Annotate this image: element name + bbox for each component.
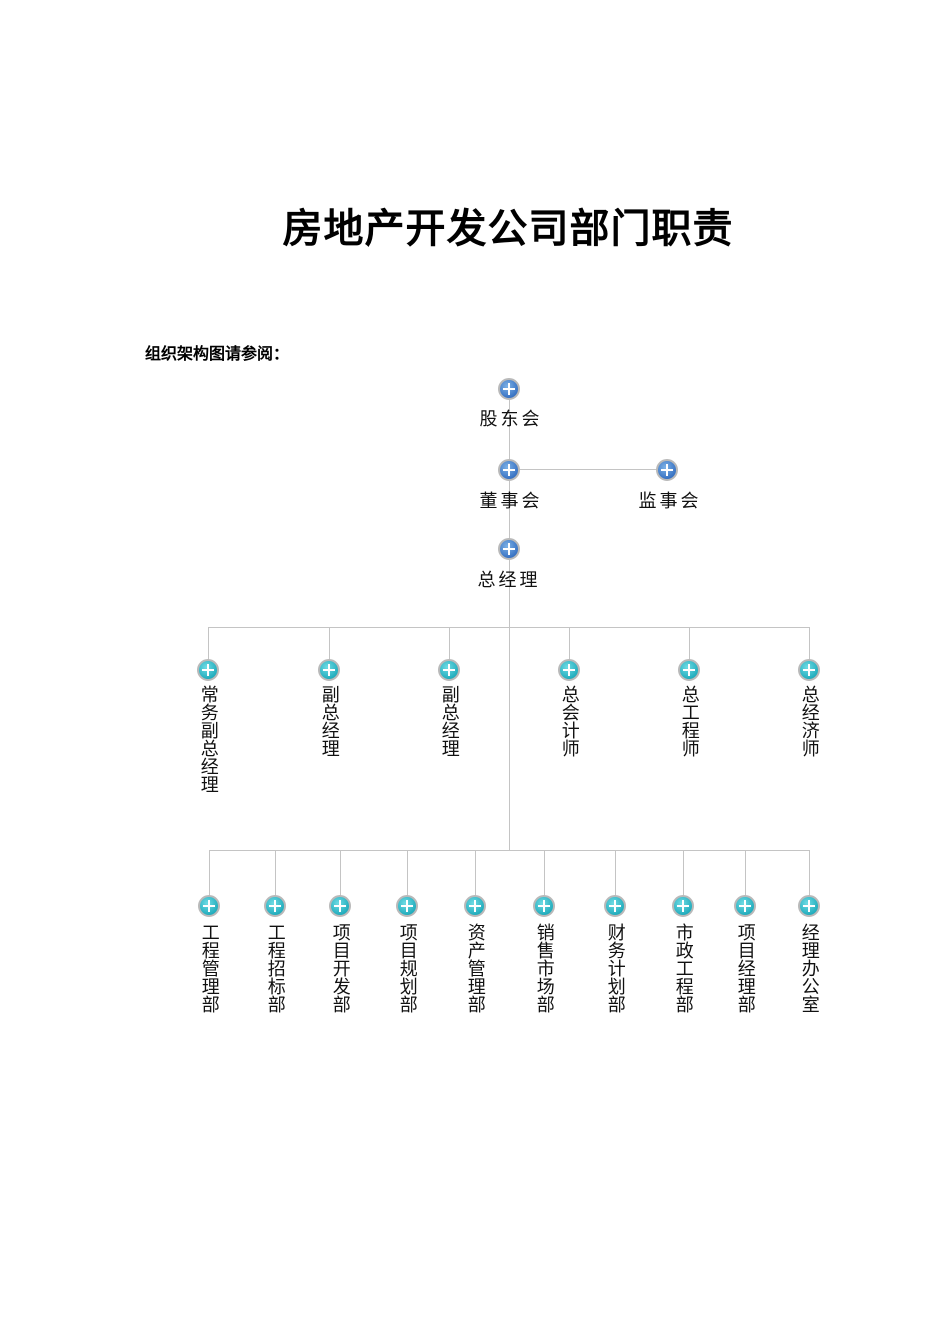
connector-executive-drop: [689, 627, 690, 671]
node-label-executive: 副总经理: [318, 685, 340, 757]
connector-department-drop: [407, 850, 408, 906]
expand-node-icon[interactable]: [798, 659, 820, 681]
node-label-department: 经理办公室: [798, 923, 820, 1013]
connector-board-gm: [509, 481, 510, 549]
connector-executive-drop: [809, 627, 810, 671]
document-title: 房地产开发公司部门职责: [282, 205, 734, 252]
expand-node-icon[interactable]: [498, 378, 520, 400]
connector-department-drop: [275, 850, 276, 906]
node-label-general-manager: 总经理: [477, 570, 541, 591]
connector-department-drop: [340, 850, 341, 906]
org-chart-intro: 组织架构图请参阅：: [145, 344, 290, 363]
expand-node-icon[interactable]: [198, 895, 220, 917]
connector-trunk: [509, 560, 510, 850]
node-label-department: 项目经理部: [734, 923, 756, 1013]
connector-department-drop: [544, 850, 545, 906]
expand-node-icon[interactable]: [558, 659, 580, 681]
expand-node-icon[interactable]: [734, 895, 756, 917]
node-label-department: 项目规划部: [396, 923, 418, 1013]
expand-node-icon[interactable]: [678, 659, 700, 681]
expand-node-icon[interactable]: [197, 659, 219, 681]
node-label-board: 董事会: [479, 491, 543, 512]
connector-department-drop: [475, 850, 476, 906]
node-label-executive: 总经济师: [798, 685, 820, 757]
connector-executive-drop: [569, 627, 570, 671]
connector-department-drop: [809, 850, 810, 906]
expand-node-icon[interactable]: [656, 459, 678, 481]
expand-node-icon[interactable]: [498, 538, 520, 560]
node-label-department: 市政工程部: [672, 923, 694, 1013]
expand-node-icon[interactable]: [264, 895, 286, 917]
connector-department-drop: [209, 850, 210, 906]
connector-executive-bar: [208, 627, 809, 628]
connector-executive-drop: [449, 627, 450, 671]
expand-node-icon[interactable]: [438, 659, 460, 681]
node-label-shareholders: 股东会: [479, 409, 543, 430]
expand-node-icon[interactable]: [672, 895, 694, 917]
connector-board-supervisors: [509, 469, 667, 470]
expand-node-icon[interactable]: [498, 459, 520, 481]
connector-department-drop: [615, 850, 616, 906]
connector-department-bar: [209, 850, 809, 851]
expand-node-icon[interactable]: [464, 895, 486, 917]
node-label-supervisors: 监事会: [638, 491, 702, 512]
expand-node-icon[interactable]: [533, 895, 555, 917]
expand-node-icon[interactable]: [329, 895, 351, 917]
node-label-department: 项目开发部: [329, 923, 351, 1013]
expand-node-icon[interactable]: [318, 659, 340, 681]
connector-shareholders-board: [509, 400, 510, 470]
node-label-executive: 常务副总经理: [197, 685, 219, 793]
node-label-executive: 总工程师: [678, 685, 700, 757]
expand-node-icon[interactable]: [604, 895, 626, 917]
node-label-department: 工程管理部: [198, 923, 220, 1013]
connector-executive-drop: [329, 627, 330, 671]
connector-department-drop: [745, 850, 746, 906]
expand-node-icon[interactable]: [798, 895, 820, 917]
node-label-executive: 总会计师: [558, 685, 580, 757]
node-label-executive: 副总经理: [438, 685, 460, 757]
expand-node-icon[interactable]: [396, 895, 418, 917]
node-label-department: 资产管理部: [464, 923, 486, 1013]
connector-department-drop: [683, 850, 684, 906]
connector-executive-drop: [208, 627, 209, 671]
node-label-department: 财务计划部: [604, 923, 626, 1013]
node-label-department: 销售市场部: [533, 923, 555, 1013]
node-label-department: 工程招标部: [264, 923, 286, 1013]
